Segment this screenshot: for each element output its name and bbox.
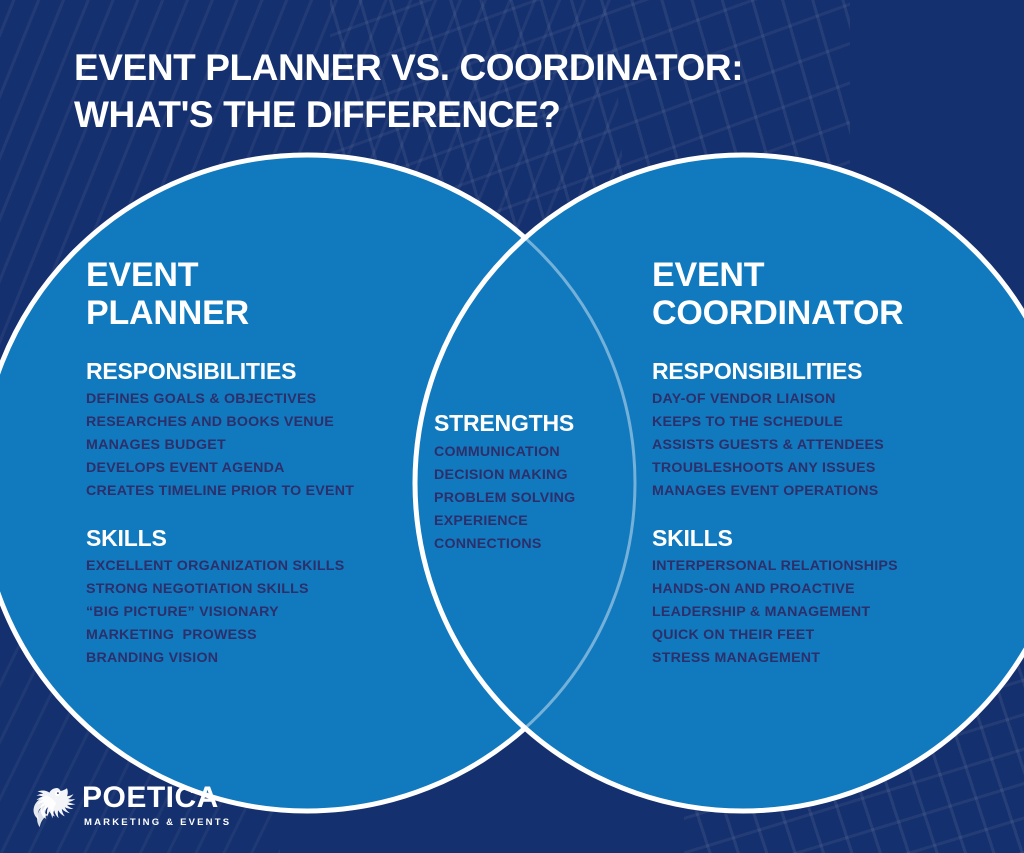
list-item: RESEARCHES AND BOOKS VENUE	[86, 414, 334, 431]
right-circle-title-line-2: COORDINATOR	[652, 294, 904, 333]
list-item: LEADERSHIP & MANAGEMENT	[652, 604, 871, 621]
right-responsibilities-heading: RESPONSIBILITIES	[652, 358, 863, 385]
list-item: BRANDING VISION	[86, 650, 219, 667]
list-item: MARKETING PROWESS	[86, 627, 257, 644]
list-item: INTERPERSONAL RELATIONSHIPS	[652, 558, 898, 575]
left-circle-title: EVENT PLANNER	[86, 256, 416, 332]
venn-circle-right	[412, 152, 1024, 814]
list-item: ASSISTS GUESTS & ATTENDEES	[652, 437, 884, 454]
left-skills-list: EXCELLENT ORGANIZATION SKILLS STRONG NEG…	[86, 555, 416, 670]
list-item: CONNECTIONS	[434, 536, 542, 552]
list-item: DEFINES GOALS & OBJECTIVES	[86, 391, 317, 408]
left-responsibilities-list: DEFINES GOALS & OBJECTIVES RESEARCHES AN…	[86, 388, 416, 503]
strengths-heading: STRENGTHS	[434, 410, 575, 436]
list-item: “BIG PICTURE” VISIONARY	[86, 604, 279, 621]
venn-circle-left-inner-arc	[0, 153, 637, 813]
phoenix-bird-icon	[33, 788, 76, 828]
list-item: STRESS MANAGEMENT	[652, 650, 821, 667]
right-circle-content: EVENT COORDINATOR RESPONSIBILITIES DAY-O…	[652, 256, 992, 670]
list-item: EXCELLENT ORGANIZATION SKILLS	[86, 558, 345, 575]
right-circle-title-line-1: EVENT	[652, 256, 765, 294]
logo-wordmark: POETICA MARKETING & EVENTS	[82, 780, 232, 828]
left-circle-title-line-2: PLANNER	[86, 294, 249, 333]
list-item: QUICK ON THEIR FEET	[652, 627, 815, 644]
list-item: DECISION MAKING	[434, 467, 568, 483]
list-item: DEVELOPS EVENT AGENDA	[86, 460, 285, 477]
left-column-spacer	[86, 503, 416, 525]
list-item: KEEPS TO THE SCHEDULE	[652, 414, 844, 431]
left-skills-heading: SKILLS	[86, 525, 167, 552]
left-circle-title-line-1: EVENT	[86, 256, 199, 294]
strengths-list: COMMUNICATION DECISION MAKING PROBLEM SO…	[434, 441, 619, 556]
list-item: HANDS-ON AND PROACTIVE	[652, 581, 855, 598]
left-circle-content: EVENT PLANNER RESPONSIBILITIES DEFINES G…	[86, 256, 416, 670]
list-item: COMMUNICATION	[434, 444, 560, 460]
right-responsibilities-list: DAY-OF VENDOR LIAISON KEEPS TO THE SCHED…	[652, 388, 992, 503]
list-item: PROBLEM SOLVING	[434, 490, 576, 506]
venn-circle-right-inner-arc	[413, 153, 1024, 813]
page-title-line-2: WHAT'S THE DIFFERENCE?	[74, 94, 561, 136]
list-item: DAY-OF VENDOR LIAISON	[652, 391, 836, 408]
page-title: EVENT PLANNER VS. COORDINATOR: WHAT'S TH…	[74, 44, 934, 139]
list-item: CREATES TIMELINE PRIOR TO EVENT	[86, 483, 355, 500]
right-circle-title: EVENT COORDINATOR	[652, 256, 992, 332]
page-title-line-1: EVENT PLANNER VS. COORDINATOR:	[74, 47, 744, 88]
list-item: TROUBLESHOOTS ANY ISSUES	[652, 460, 876, 477]
left-responsibilities-heading: RESPONSIBILITIES	[86, 358, 297, 385]
list-item: STRONG NEGOTIATION SKILLS	[86, 581, 309, 598]
logo-tagline: MARKETING & EVENTS	[84, 816, 232, 828]
list-item: MANAGES EVENT OPERATIONS	[652, 483, 879, 500]
right-skills-list: INTERPERSONAL RELATIONSHIPS HANDS-ON AND…	[652, 555, 992, 670]
brand-logo: POETICA MARKETING & EVENTS	[18, 779, 231, 831]
overlap-content: STRENGTHS COMMUNICATION DECISION MAKING …	[434, 410, 619, 556]
right-column-spacer	[652, 503, 992, 525]
list-item: MANAGES BUDGET	[86, 437, 226, 454]
logo-brand-name: POETICA	[82, 780, 219, 814]
right-skills-heading: SKILLS	[652, 525, 733, 552]
list-item: EXPERIENCE	[434, 513, 528, 529]
